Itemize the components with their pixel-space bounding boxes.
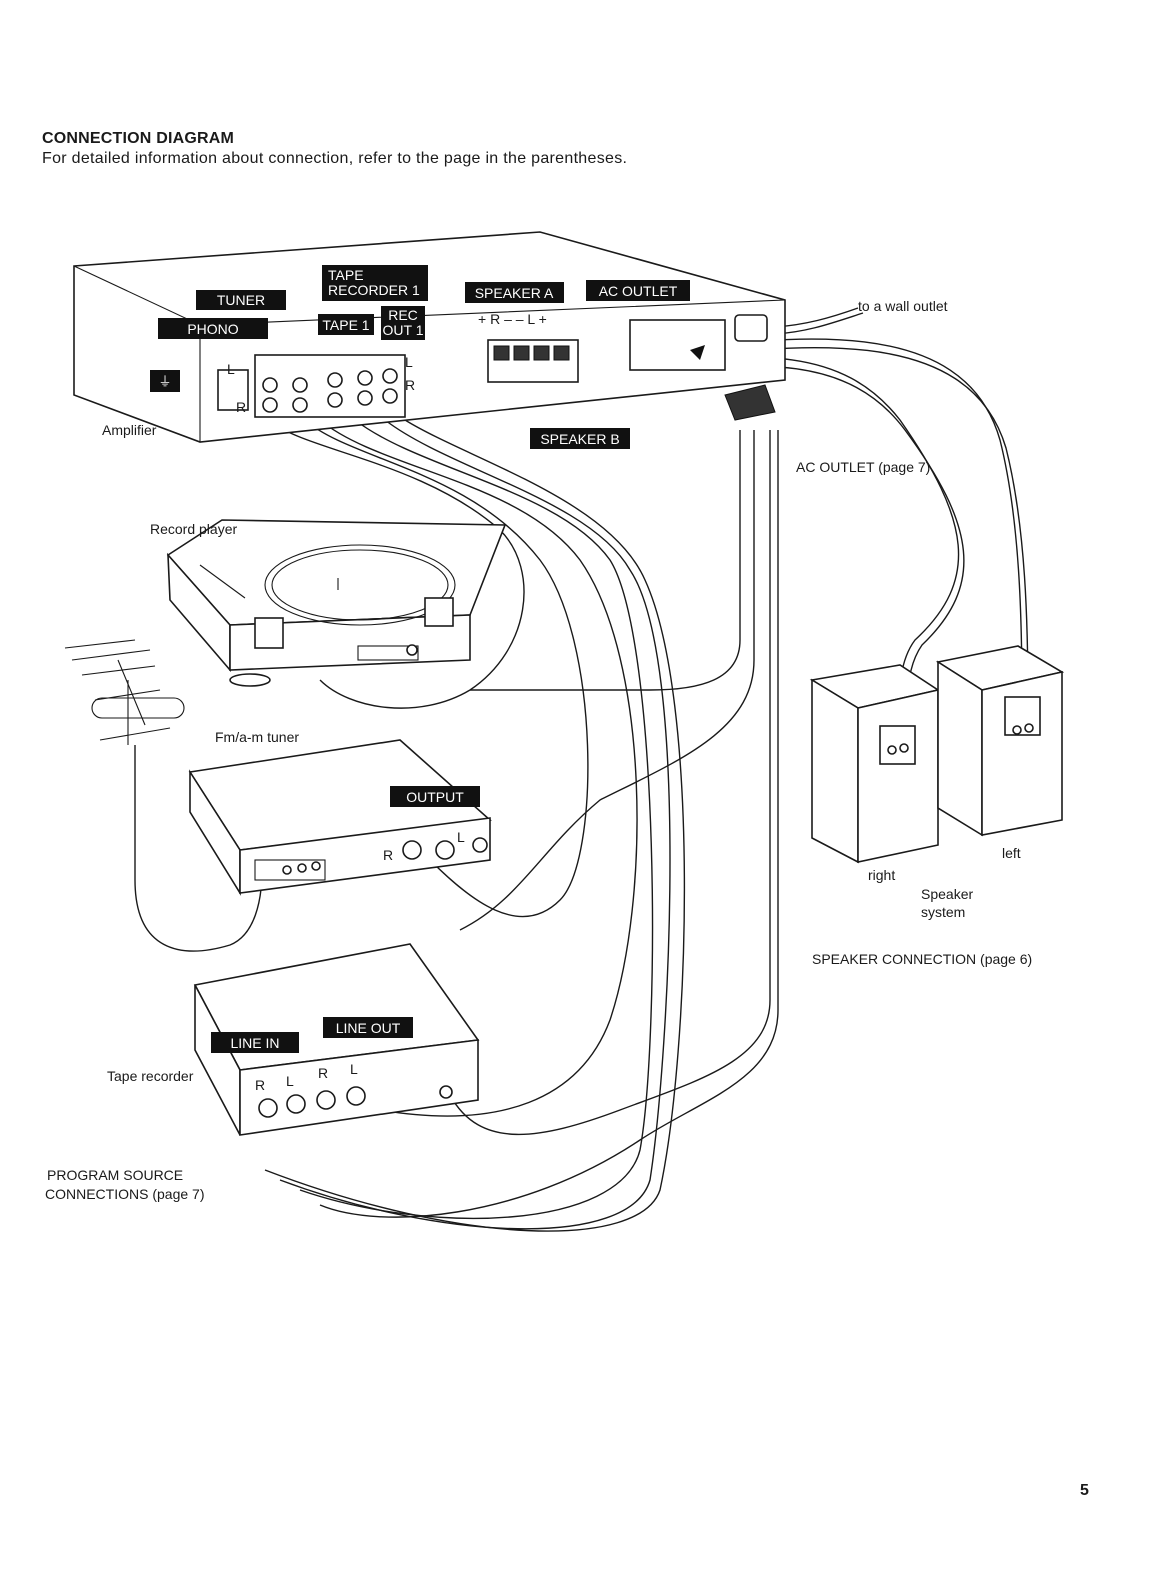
line-in-jack-l-label: L xyxy=(286,1073,294,1089)
line-out-jack-l-label: L xyxy=(350,1061,358,1077)
ground-terminal: ⏚ xyxy=(150,370,180,392)
svg-text:TAPE 1: TAPE 1 xyxy=(322,317,369,333)
label-speaker-right: right xyxy=(868,867,895,883)
svg-text:TAPE: TAPE xyxy=(328,267,364,283)
label-program-source-line2: CONNECTIONS (page 7) xyxy=(45,1186,204,1202)
diagram-heading: CONNECTION DIAGRAM xyxy=(42,130,235,147)
rec-out-jack-r-label: R xyxy=(405,377,415,393)
line-out-jack-r-label: R xyxy=(318,1065,328,1081)
label-speaker-system-line1: Speaker xyxy=(921,886,973,902)
tuner-jack-l-label: L xyxy=(457,829,465,845)
tag-tuner: TUNER xyxy=(196,290,286,310)
antenna-icon xyxy=(64,639,185,745)
phono-jack-l-label: L xyxy=(227,361,235,377)
tag-tape-recorder-1: TAPE RECORDER 1 xyxy=(322,265,428,301)
svg-text:SPEAKER A: SPEAKER A xyxy=(475,285,554,301)
svg-text:OUTPUT: OUTPUT xyxy=(406,789,464,805)
tag-output: OUTPUT xyxy=(390,786,480,807)
svg-text:AC OUTLET: AC OUTLET xyxy=(599,283,678,299)
tag-line-in: LINE IN xyxy=(211,1032,299,1053)
tag-tape-1: TAPE 1 xyxy=(318,314,374,335)
label-tape-recorder: Tape recorder xyxy=(107,1068,194,1084)
svg-text:LINE OUT: LINE OUT xyxy=(336,1020,401,1036)
label-amplifier: Amplifier xyxy=(102,422,157,438)
fm-am-tuner xyxy=(188,739,492,896)
svg-text:REC: REC xyxy=(388,307,418,323)
ac-outlet-arrow-icon xyxy=(690,345,705,360)
diagram-subheading: For detailed information about connectio… xyxy=(42,150,628,167)
speaker-left xyxy=(935,645,1065,837)
svg-text:TUNER: TUNER xyxy=(217,292,265,308)
rec-out-jack-l-label: L xyxy=(405,354,413,370)
label-speaker-left: left xyxy=(1002,845,1021,861)
tag-rec-out-1: REC OUT 1 xyxy=(381,306,425,340)
label-speaker-connection: SPEAKER CONNECTION (page 6) xyxy=(812,951,1032,967)
svg-text:LINE IN: LINE IN xyxy=(230,1035,279,1051)
tuner-jack-r-label: R xyxy=(383,847,393,863)
svg-text:PHONO: PHONO xyxy=(187,321,238,337)
svg-text:SPEAKER B: SPEAKER B xyxy=(540,431,619,447)
label-program-source-line1: PROGRAM SOURCE xyxy=(47,1167,183,1183)
cables xyxy=(134,307,1029,1232)
tag-phono: PHONO xyxy=(158,318,268,339)
label-wall-outlet: to a wall outlet xyxy=(858,298,948,314)
tag-line-out: LINE OUT xyxy=(323,1017,413,1038)
phono-jack-r-label: R xyxy=(236,399,246,415)
label-fm-am-tuner: Fm/a-m tuner xyxy=(215,729,299,745)
label-speaker-system-line2: system xyxy=(921,904,965,920)
label-ac-outlet-page: AC OUTLET (page 7) xyxy=(796,459,930,475)
speaker-right xyxy=(809,664,941,864)
ground-icon: ⏚ xyxy=(158,374,171,389)
line-in-jack-r-label: R xyxy=(255,1077,265,1093)
page-number: 5 xyxy=(1080,1482,1089,1499)
record-player xyxy=(166,519,507,687)
svg-text:RECORDER 1: RECORDER 1 xyxy=(328,282,420,298)
label-record-player: Record player xyxy=(150,521,237,537)
tag-speaker-b: SPEAKER B xyxy=(530,428,630,449)
speaker-terminal-polarity-label: + R – – L + xyxy=(478,311,547,327)
tag-ac-outlet: AC OUTLET xyxy=(586,280,690,301)
svg-text:OUT 1: OUT 1 xyxy=(383,322,424,338)
tag-speaker-a: SPEAKER A xyxy=(465,282,564,303)
